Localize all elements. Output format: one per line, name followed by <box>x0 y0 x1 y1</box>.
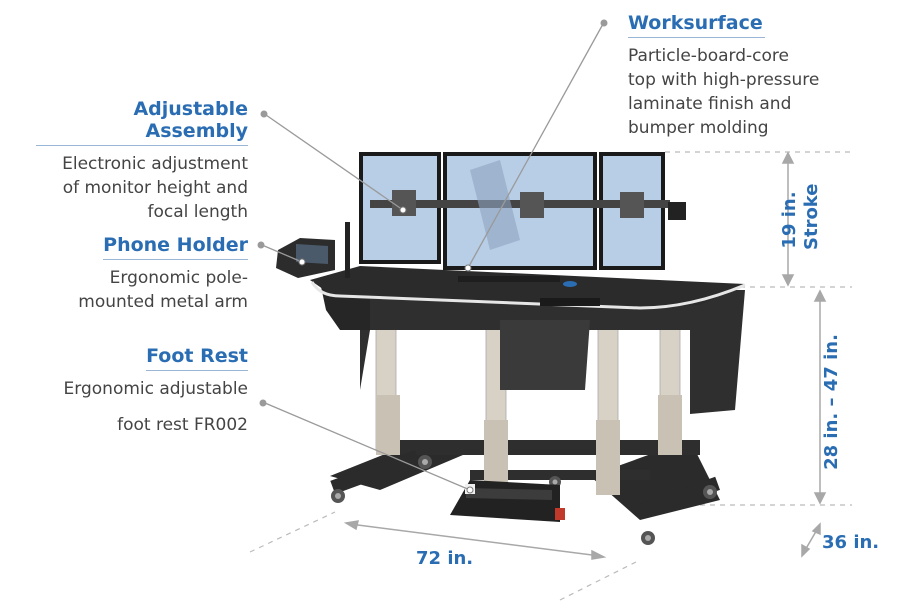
leader-dots <box>257 19 608 407</box>
leader-endpoints <box>298 206 474 494</box>
callout-description: Ergonomic adjustable foot rest FR002 <box>40 371 248 443</box>
phone-holder <box>276 222 350 278</box>
callout-phone-holder: Phone Holder Ergonomic pole- mounted met… <box>60 234 248 314</box>
dimension-arrows <box>343 151 827 560</box>
callout-description: Ergonomic pole- mounted metal arm <box>60 266 248 314</box>
leader-lines <box>261 23 604 491</box>
callout-worksurface: Worksurface Particle-board-core top with… <box>628 12 868 140</box>
callout-description: Particle-board-core top with high-pressu… <box>628 44 868 140</box>
desk-base <box>330 299 720 545</box>
callout-title: Worksurface <box>628 12 765 38</box>
callout-line: mounted metal arm <box>78 292 248 312</box>
callout-title: Phone Holder <box>103 234 248 260</box>
monitors <box>359 152 686 270</box>
foot-rest <box>450 480 565 522</box>
dimension-stroke-label: 19 in. Stroke <box>779 183 822 250</box>
callout-description: Electronic adjustment of monitor height … <box>36 152 248 224</box>
dimension-width-label: 72 in. <box>416 548 474 569</box>
callout-line: foot rest FR002 <box>117 415 248 435</box>
callout-line: focal length <box>147 202 248 222</box>
callout-line: Particle-board-core <box>628 46 789 66</box>
callout-line: Ergonomic pole- <box>109 268 248 288</box>
callout-line: top with high-pressure <box>628 70 820 90</box>
callout-line: Electronic adjustment <box>62 154 248 174</box>
callout-foot-rest: Foot Rest Ergonomic adjustable foot rest… <box>40 345 248 443</box>
callout-line: of monitor height and <box>62 178 248 198</box>
callout-adjustable-assembly: Adjustable Assembly Electronic adjustmen… <box>36 98 248 224</box>
callout-line: laminate finish and <box>628 94 792 114</box>
callout-line: bumper molding <box>628 118 769 138</box>
desk-top <box>310 266 746 310</box>
dimension-depth-label: 36 in. <box>822 532 880 553</box>
callout-title: Adjustable Assembly <box>36 98 248 146</box>
dimension-height-label: 28 in. – 47 in. <box>821 334 842 470</box>
callout-line: Ergonomic adjustable <box>63 379 248 399</box>
callout-title: Foot Rest <box>146 345 248 371</box>
dimension-guides <box>249 151 852 601</box>
